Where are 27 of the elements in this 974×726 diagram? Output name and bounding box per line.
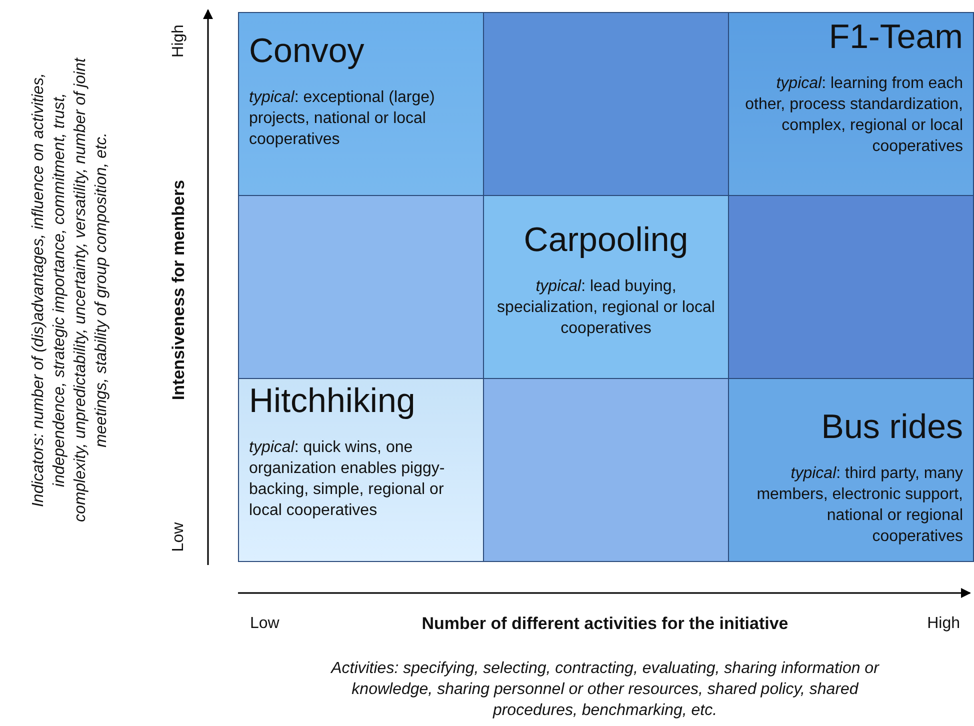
quadrant-description: typical: exceptional (large) projects, national or local cooperatives [249, 88, 436, 150]
quadrant-description: typical: third party, many members, electronic support, national or regional cooperatives [756, 464, 963, 547]
axis-title: Number of different activities for the initiative [420, 612, 790, 634]
indicators-note: Indicators: number of (dis)advantages, influence on activities, independence, strategic importance, commitment, trust, complexity, unpredictability, uncertainty, versatility, number of joint meetings, stability of group composition, etc. [29, 56, 111, 524]
quadrant-title: Bus rides [821, 407, 963, 447]
axis-tick-label: High [168, 24, 188, 60]
quadrant-cell [238, 378, 484, 562]
quadrant-cell [728, 12, 974, 196]
quadrant-title: Hitchhiking [249, 381, 416, 421]
axis-tick-label: Low [168, 521, 188, 554]
matrix-cell [483, 12, 729, 196]
quadrant-cell [728, 378, 974, 562]
quadrant-title: F1-Team [828, 17, 963, 57]
axis-tick-label: Low [250, 614, 280, 634]
quadrant-cell [238, 12, 484, 196]
matrix-cell [238, 195, 484, 379]
quadrant-title: Carpooling [524, 220, 688, 260]
quadrant-description: typical: learning from each other, process standardization, complex, regional or local cooperatives [744, 74, 963, 157]
activities-note: Activities: specifying, selecting, contracting, evaluating, sharing information or knowledge, sharing personnel or other resources, shared policy, shared procedures, benchmarking, etc. [330, 658, 880, 720]
quadrant-description: typical: quick wins, one organization enables piggy-backing, simple, regional or local cooperatives [249, 438, 446, 521]
matrix-cell [728, 195, 974, 379]
quadrant-cell [483, 195, 729, 379]
quadrant-description: typical: lead buying, specialization, regional or local cooperatives [496, 277, 716, 339]
matrix-cell [483, 378, 729, 562]
axis-tick-label: High [926, 614, 960, 634]
quadrant-title: Convoy [249, 31, 364, 71]
axis-title: Intensiveness for members [168, 178, 188, 402]
